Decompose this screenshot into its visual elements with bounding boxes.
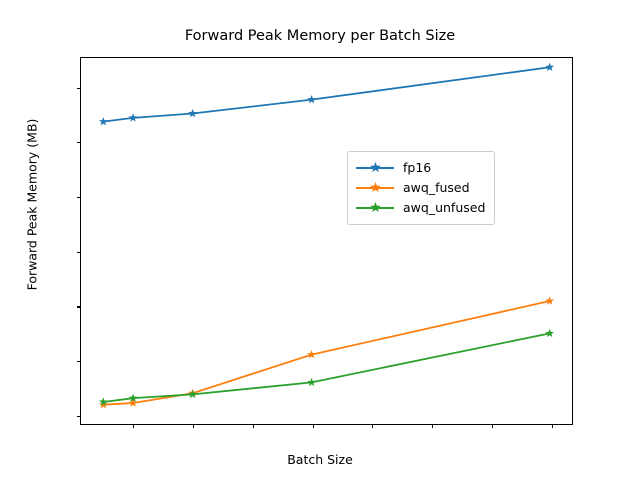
y-tick-mark	[77, 251, 81, 253]
x-tick-mark	[252, 424, 254, 428]
x-tick-mark	[193, 424, 195, 428]
chart-title: Forward Peak Memory per Batch Size	[184, 28, 456, 44]
x-tick-mark	[432, 424, 434, 428]
legend-swatch-fp16	[356, 161, 394, 175]
data-point-marker	[128, 113, 138, 122]
data-point-marker	[307, 377, 316, 387]
y-tick-mark	[77, 415, 81, 417]
x-axis-label: Batch Size	[287, 452, 353, 467]
star-marker-icon	[370, 201, 381, 213]
data-point-marker	[307, 350, 316, 359]
data-point-marker	[545, 296, 555, 305]
legend-swatch-awq-unfused	[356, 201, 394, 215]
legend-label: awq_unfused	[403, 200, 486, 215]
chart-legend: fp16 awq_fused awq_unfused	[347, 151, 496, 225]
series-line-fp16	[103, 66, 550, 123]
y-tick-mark	[77, 361, 81, 363]
y-tick-mark	[77, 306, 81, 308]
legend-label: fp16	[403, 160, 432, 175]
series-line-awq_unfused	[103, 332, 550, 403]
x-tick-mark	[312, 424, 314, 428]
data-point-marker	[128, 398, 138, 407]
data-point-marker	[98, 397, 108, 406]
x-tick-mark	[372, 424, 374, 428]
legend-item: fp16	[356, 158, 485, 178]
y-axis-label: Forward Peak Memory (MB)	[24, 118, 40, 291]
y-tick-mark	[77, 87, 81, 89]
series-lines	[98, 62, 555, 409]
star-marker-icon	[370, 181, 381, 193]
data-point-marker	[128, 393, 138, 402]
x-tick-mark	[491, 424, 493, 428]
series-line-awq_fused	[103, 300, 550, 406]
data-point-marker	[188, 389, 197, 399]
x-tick-mark	[133, 424, 135, 428]
y-tick-mark	[77, 196, 81, 199]
legend-item: awq_unfused	[356, 198, 485, 218]
x-tick-mark	[551, 424, 553, 428]
plot-area: 600080001000012000140001600018000 246810…	[77, 57, 573, 428]
data-point-marker	[545, 328, 555, 338]
star-marker-icon	[370, 161, 381, 173]
legend-swatch-awq-fused	[356, 181, 394, 195]
legend-label: awq_fused	[403, 180, 470, 195]
y-tick-mark	[77, 142, 81, 144]
data-point-marker	[98, 117, 108, 126]
data-point-marker	[545, 62, 555, 71]
data-point-marker	[188, 108, 197, 118]
data-point-marker	[98, 400, 108, 409]
data-point-marker	[307, 95, 316, 104]
legend-item: awq_fused	[356, 178, 485, 198]
